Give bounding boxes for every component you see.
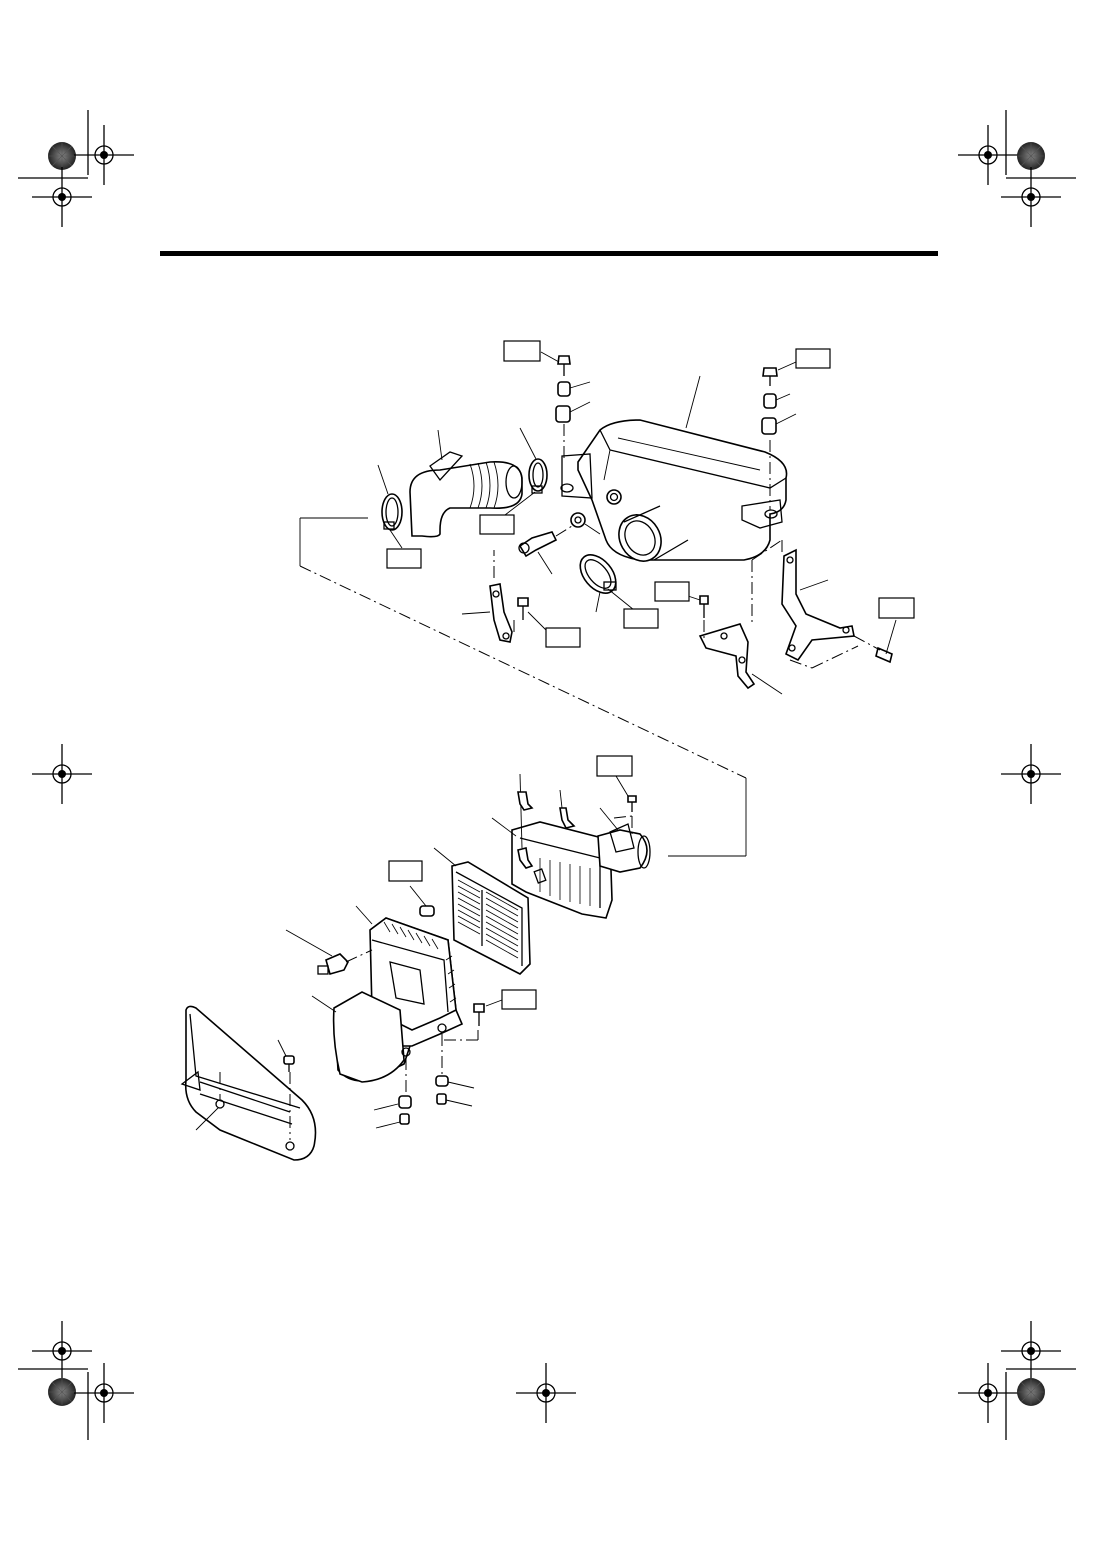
bolt-top-left xyxy=(540,351,591,460)
callout-box xyxy=(623,608,659,629)
color-wheel-mark-bottom-left xyxy=(47,1377,77,1407)
callout-box xyxy=(545,627,581,648)
callout-boxes-lower xyxy=(388,755,633,1010)
air-cleaner-case xyxy=(311,905,464,1083)
bracket-center-right xyxy=(687,595,783,695)
hose-clamp-middle xyxy=(504,427,548,516)
color-wheel-mark-top-left xyxy=(47,141,77,171)
registration-mark-left-upper xyxy=(31,166,93,228)
upper-assembly xyxy=(377,351,897,695)
intake-duct xyxy=(409,429,523,538)
assembly-connector xyxy=(299,517,747,857)
bolt-case xyxy=(444,999,503,1041)
clips xyxy=(517,773,576,869)
callout-box xyxy=(386,548,422,569)
registration-mark-right-lower xyxy=(1000,1320,1062,1382)
callout-box xyxy=(388,860,423,882)
color-wheel-mark-bottom-right xyxy=(1016,1377,1046,1407)
lower-assembly xyxy=(180,773,651,1161)
plug-guide xyxy=(277,1039,295,1072)
air-guide-plate xyxy=(180,1005,317,1161)
hose-clamp-outlet xyxy=(579,554,635,613)
registration-mark-top-right xyxy=(957,124,1019,186)
callout-box xyxy=(878,597,915,619)
air-filter-element xyxy=(433,847,531,975)
registration-mark-right-upper xyxy=(1000,166,1062,228)
air-cleaner-upper-cover xyxy=(491,807,651,919)
sensor-case xyxy=(285,929,373,975)
bracket-right xyxy=(781,548,897,669)
grommets-case xyxy=(373,1034,475,1129)
registration-mark-right-mid xyxy=(1000,743,1062,805)
callout-box xyxy=(501,989,537,1010)
callout-boxes-upper xyxy=(386,340,915,648)
registration-mark-left-lower xyxy=(31,1320,93,1382)
registration-mark-bottom-left xyxy=(73,1362,135,1424)
print-marks xyxy=(18,110,1076,1440)
bracket-left xyxy=(461,550,547,643)
nut-case xyxy=(409,885,435,917)
registration-mark-bottom-right xyxy=(957,1362,1019,1424)
callout-box xyxy=(596,755,633,777)
registration-mark-bottom-center xyxy=(515,1362,577,1424)
callout-box xyxy=(795,348,831,369)
registration-mark-top-left xyxy=(73,124,135,186)
registration-mark-left-mid xyxy=(31,743,93,805)
sensor-with-grommet xyxy=(518,512,601,575)
color-wheel-mark-top-right xyxy=(1016,141,1046,171)
bolt-top-right xyxy=(761,361,797,435)
callout-box xyxy=(479,514,515,535)
callout-box xyxy=(654,581,690,602)
hose-clamp-left xyxy=(377,464,403,549)
screw-cover xyxy=(613,775,637,838)
callout-box xyxy=(503,340,541,362)
resonator-chamber xyxy=(560,375,788,562)
header-rule xyxy=(160,251,938,256)
